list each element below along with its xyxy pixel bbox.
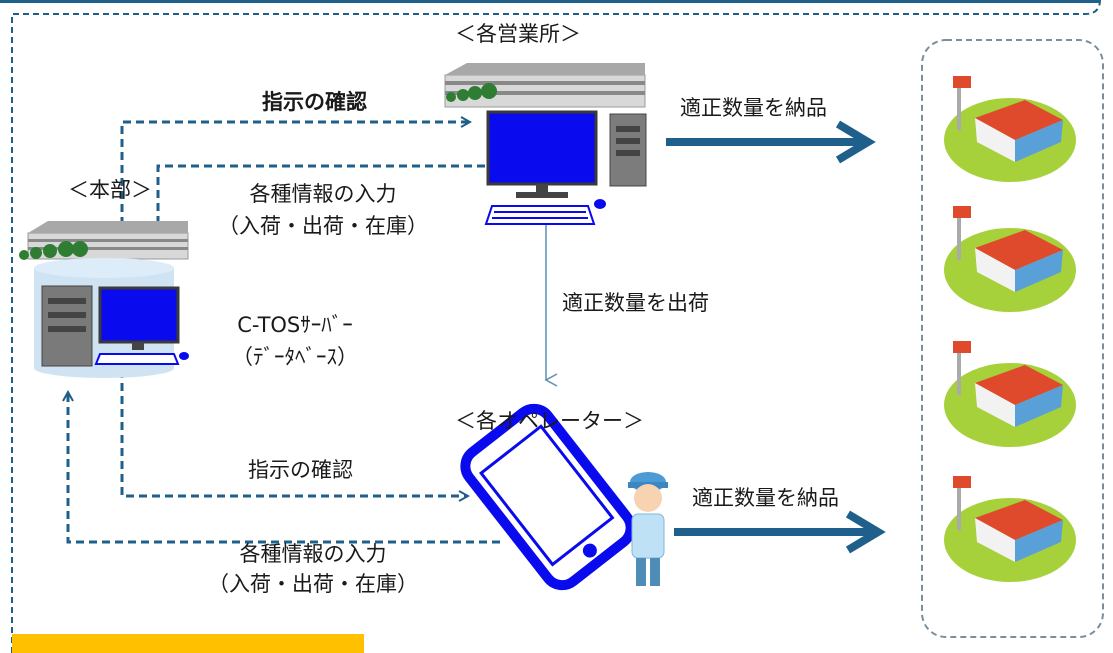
deliver-proper-qty-bottom-label: 適正数量を納品 xyxy=(692,486,839,510)
ship-proper-qty-label: 適正数量を出荷 xyxy=(562,291,709,315)
sales-offices-label: ＜各営業所＞ xyxy=(455,22,581,46)
headquarters-label: ＜本部＞ xyxy=(68,178,152,202)
desktop-computer-icon xyxy=(484,110,647,225)
deliver-arrow-top xyxy=(666,120,876,164)
convenience-store-icon xyxy=(944,476,1076,582)
convenience-store-icon xyxy=(944,341,1076,447)
stores-group-box xyxy=(921,39,1104,638)
confirm-instruction-bottom-label: 指示の確認 xyxy=(248,458,353,482)
operator-to-hq-input-line xyxy=(68,392,500,544)
office-building-icon xyxy=(19,221,189,260)
office-building-icon xyxy=(444,63,646,108)
operator-person-icon xyxy=(628,472,668,586)
database-server-icon xyxy=(34,258,189,378)
convenience-store-icon xyxy=(944,76,1076,182)
server-label-line2: （ﾃﾞｰﾀﾍﾞｰｽ） xyxy=(232,345,358,369)
hq-to-operator-confirm-line xyxy=(120,370,468,496)
server-label-line1: C-TOSｻｰﾊﾞｰ xyxy=(237,313,353,337)
deliver-proper-qty-top-label: 適正数量を納品 xyxy=(680,96,827,120)
input-info-top-label-line2: （入荷・出荷・在庫） xyxy=(218,214,428,238)
yellow-highlight-bar xyxy=(12,634,364,653)
smartphone-icon xyxy=(460,403,636,591)
confirm-instruction-top-label: 指示の確認 xyxy=(262,90,367,114)
input-info-top-label-line1: 各種情報の入力 xyxy=(249,182,397,206)
operators-label: ＜各オペレーター＞ xyxy=(455,409,644,433)
convenience-store-icon xyxy=(944,206,1076,312)
input-info-bottom-label-line2: （入荷・出荷・在庫） xyxy=(208,572,418,596)
input-info-bottom-label-line1: 各種情報の入力 xyxy=(239,542,387,566)
deliver-arrow-bottom xyxy=(674,510,886,554)
